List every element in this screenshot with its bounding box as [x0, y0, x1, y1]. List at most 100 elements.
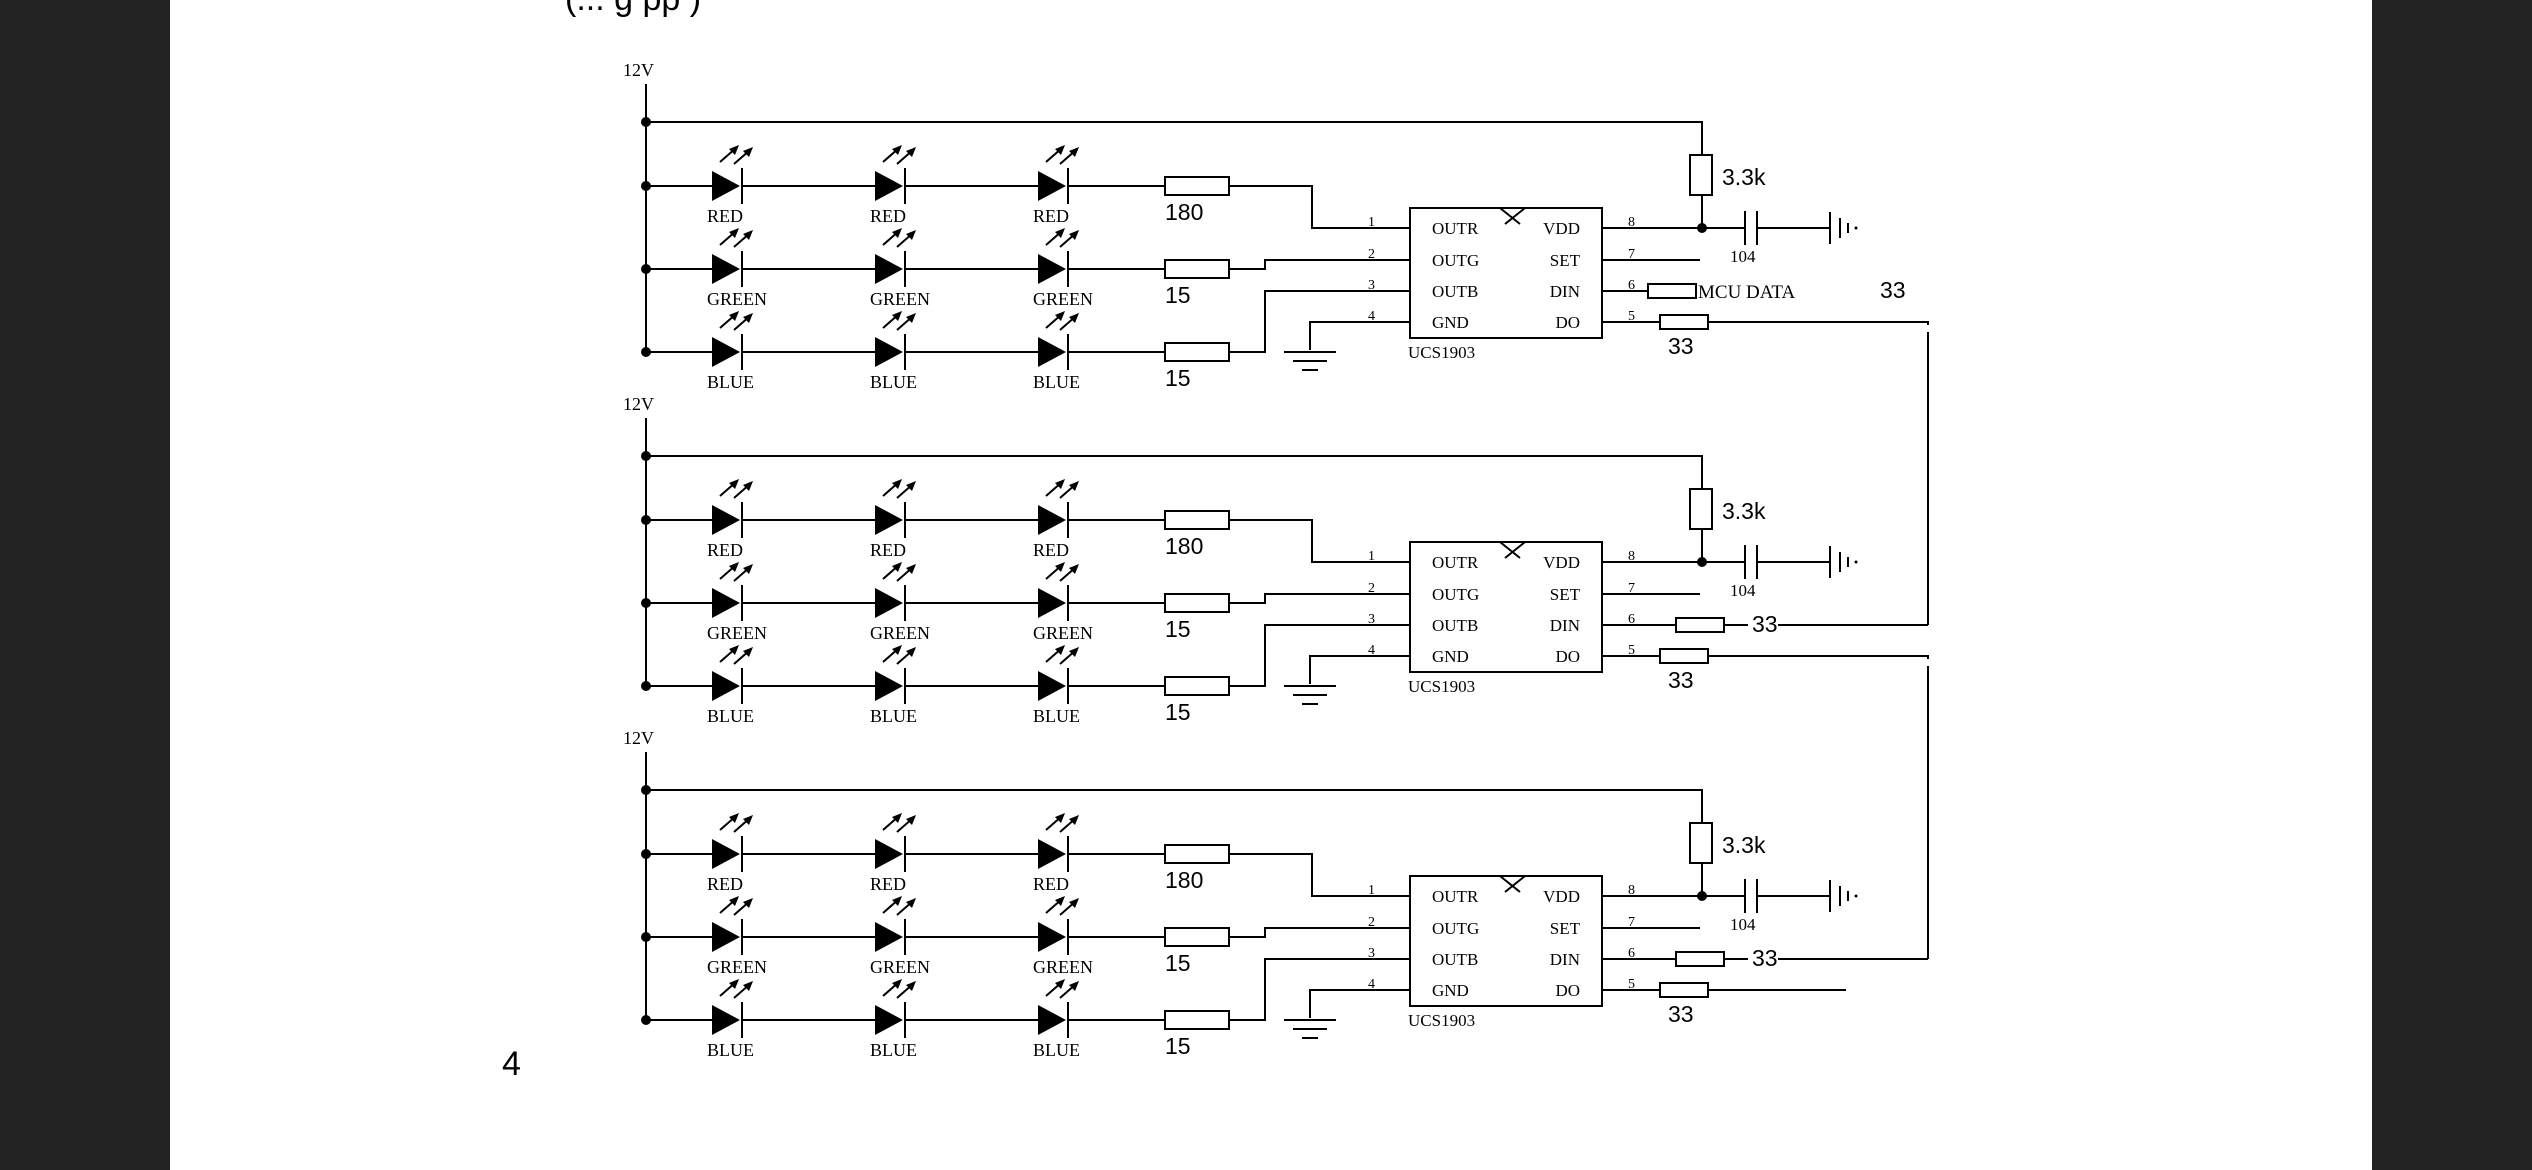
led-triangle [1038, 505, 1066, 535]
ic-left-pin-number: 1 [1368, 215, 1375, 230]
ic-left-pin-name: OUTR [1432, 887, 1479, 906]
led [1038, 813, 1079, 872]
pullup-label: 3.3k [1722, 164, 1766, 190]
led-arrowhead [892, 979, 902, 989]
vdd-wire [646, 121, 1703, 160]
ground-dot [1854, 226, 1858, 230]
din-resistor [1675, 617, 1725, 633]
pullup-resistor [1689, 822, 1713, 864]
led-triangle [1038, 254, 1066, 284]
capacitor-label: 104 [1730, 247, 1756, 266]
led-triangle [875, 505, 903, 535]
ic-right-pin-number: 6 [1628, 278, 1635, 293]
ic-left-pin-number: 1 [1368, 549, 1375, 564]
led-triangle [1038, 671, 1066, 701]
led-triangle [875, 922, 903, 952]
led-arrowhead [892, 896, 902, 906]
led-arrowhead [729, 228, 739, 238]
ic-part-label: UCS1903 [1408, 677, 1475, 696]
ic-body [1409, 875, 1603, 1007]
ic-left-pin-name: OUTR [1432, 219, 1479, 238]
led-arrowhead [729, 562, 739, 572]
led-color-label: RED [1033, 874, 1069, 894]
ic-right-pin-name: DIN [1550, 950, 1580, 969]
led-arrowhead [743, 647, 753, 657]
wire [1229, 593, 1410, 604]
ic-right-pin-number: 7 [1628, 581, 1635, 596]
led-arrowhead [729, 311, 739, 321]
led-triangle [712, 171, 740, 201]
wire [1229, 958, 1410, 1021]
resistor [1164, 676, 1230, 696]
led-color-label: RED [707, 874, 743, 894]
led-triangle [712, 1005, 740, 1035]
ic-mark [1499, 541, 1521, 559]
supply-label: 12V [623, 60, 654, 80]
led [875, 311, 916, 370]
led [712, 479, 753, 538]
ic-left-pin-name: OUTG [1432, 585, 1479, 604]
ground-dot [1854, 560, 1858, 564]
vdd-wire [646, 789, 1703, 828]
led-color-label: RED [870, 540, 906, 560]
led-triangle [875, 588, 903, 618]
ic-left-pin-name: OUTB [1432, 282, 1478, 301]
ic-part-label: UCS1903 [1408, 343, 1475, 362]
led-arrowhead [892, 562, 902, 572]
ic-right-pin-number: 6 [1628, 612, 1635, 627]
led [1038, 145, 1079, 204]
ic-left-pin-name: OUTG [1432, 251, 1479, 270]
led-color-label: BLUE [707, 372, 754, 392]
led [875, 896, 916, 955]
led-arrowhead [892, 311, 902, 321]
led-arrowhead [743, 230, 753, 240]
led-arrowhead [729, 145, 739, 155]
led-color-label: BLUE [707, 706, 754, 726]
wire [1229, 519, 1410, 563]
led-triangle [712, 588, 740, 618]
led-arrowhead [1055, 896, 1065, 906]
led-arrowhead [892, 479, 902, 489]
led-arrowhead [906, 313, 916, 323]
capacitor-label: 104 [1730, 581, 1756, 600]
ic-left-pin-name: OUTR [1432, 553, 1479, 572]
ic-mark [1504, 541, 1526, 559]
ic-left-pin-number: 4 [1368, 309, 1375, 324]
ic-part-label: UCS1903 [1408, 1011, 1475, 1030]
ic-mark [1504, 207, 1526, 225]
led [1038, 645, 1079, 704]
ic-left-pin-number: 2 [1368, 915, 1375, 930]
led-arrowhead [743, 898, 753, 908]
led-color-label: GREEN [707, 623, 767, 643]
resistor [1164, 1010, 1230, 1030]
ic-body [1409, 541, 1603, 673]
pullup-resistor [1689, 154, 1713, 196]
ic-left-pin-name: GND [1432, 313, 1469, 332]
din-resistor-value: 33 [1752, 611, 1778, 637]
led [875, 645, 916, 704]
ic-left-pin-name: GND [1432, 647, 1469, 666]
ic-right-pin-number: 7 [1628, 247, 1635, 262]
led-arrowhead [1069, 230, 1079, 240]
led-arrowhead [1055, 645, 1065, 655]
ground-symbol [1284, 685, 1336, 705]
ic-left-pin-name: OUTG [1432, 919, 1479, 938]
resistor [1164, 844, 1230, 864]
led-arrowhead [1055, 479, 1065, 489]
ic-mark [1504, 875, 1526, 893]
ic-right-pin-name: SET [1550, 919, 1581, 938]
din-resistor [1647, 283, 1697, 299]
led-arrowhead [1069, 313, 1079, 323]
viewer-left-margin [0, 0, 170, 1170]
led [712, 562, 753, 621]
capacitor-label: 104 [1730, 915, 1756, 934]
wire [1229, 927, 1410, 938]
led-color-label: RED [707, 540, 743, 560]
ic-left-pin-number: 4 [1368, 643, 1375, 658]
led-arrowhead [1055, 145, 1065, 155]
led-color-label: BLUE [707, 1040, 754, 1060]
